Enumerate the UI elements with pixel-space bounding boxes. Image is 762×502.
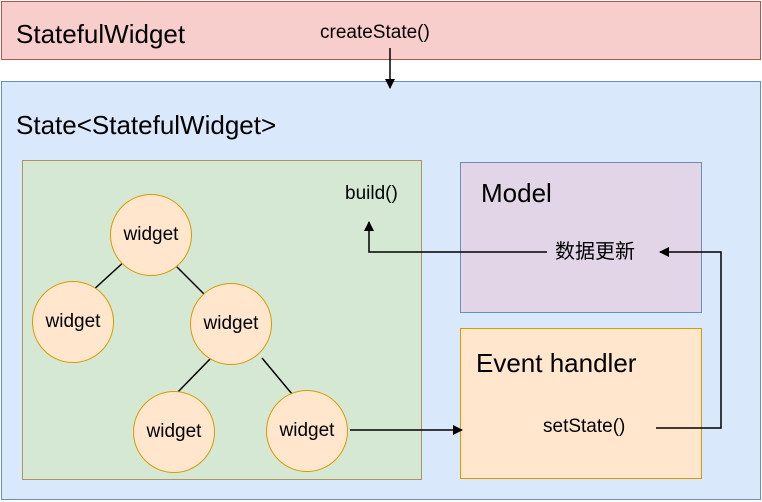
tree-edge-root-left	[90, 259, 127, 293]
state-label: State<StatefulWidget>	[16, 110, 277, 140]
data-update-label: 数据更新	[555, 239, 635, 263]
event-handler-label: Event handler	[476, 348, 637, 378]
update-to-build-arrow	[364, 221, 547, 253]
create-state-label: createState()	[320, 22, 430, 43]
widget-node-bottom-left: widget	[133, 391, 215, 473]
build-label: build()	[345, 183, 398, 204]
tree-edge-mid-bottomleft	[174, 357, 212, 396]
stateful-widget-box	[1, 1, 761, 60]
widget-node-left: widget	[32, 281, 114, 363]
stateful-widget-label: StatefulWidget	[16, 19, 186, 49]
set-state-to-update-arrow	[656, 247, 722, 429]
widget-node-root: widget	[110, 194, 192, 276]
widget-node-bottom-right: widget	[266, 390, 348, 472]
model-label: Model	[481, 178, 552, 208]
event-handler-box	[460, 328, 702, 479]
widget-node-mid: widget	[190, 283, 272, 365]
set-state-label: setState()	[543, 416, 626, 437]
tree-edge-mid-bottomright	[261, 357, 293, 395]
model-box	[460, 162, 702, 313]
